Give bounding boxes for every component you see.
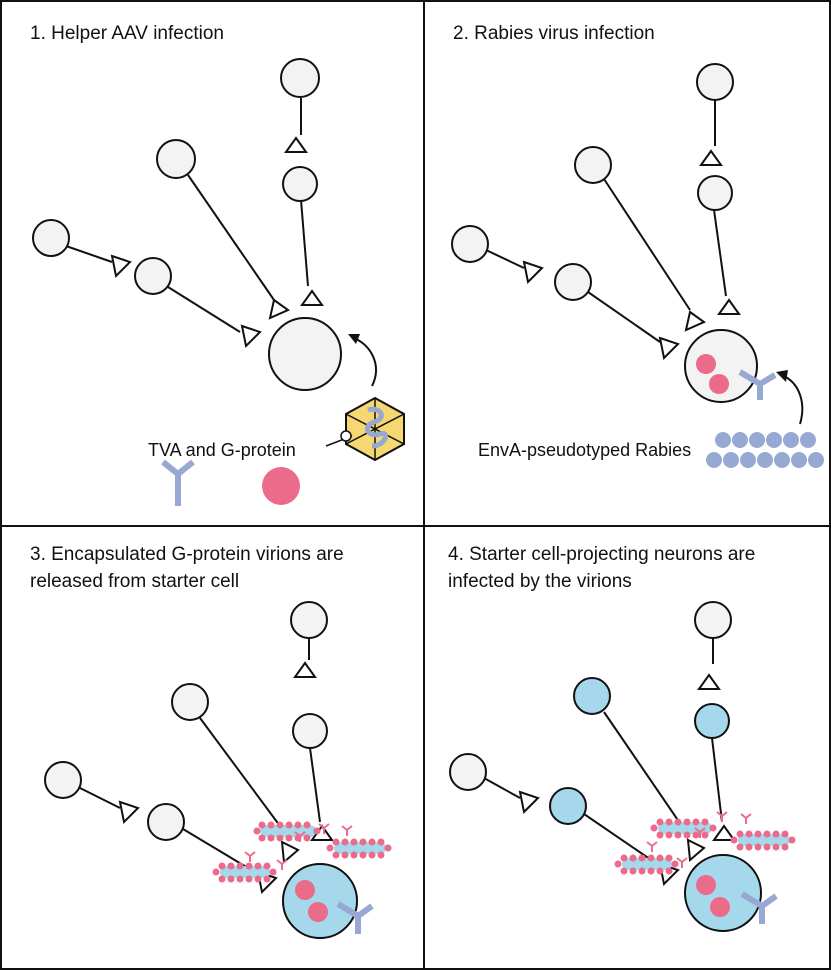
neuron-cell	[451, 225, 489, 263]
aav-capsid-icon	[345, 396, 405, 462]
neuron-cell	[171, 683, 209, 721]
g-protein-dot	[696, 875, 716, 895]
envA-rabies-label: EnvA-pseudotyped Rabies	[478, 440, 692, 460]
synapse-terminal	[118, 800, 140, 825]
neuron-cell	[44, 761, 82, 799]
neuron-cell	[282, 166, 318, 202]
neuron-cell	[697, 175, 733, 211]
arrowhead	[348, 334, 360, 344]
synapse-terminal	[284, 136, 308, 153]
released-g-protein	[646, 811, 752, 868]
synapse-terminal	[658, 336, 680, 361]
panel-4-title: 4. Starter cell-projecting neurons are i…	[448, 544, 756, 592]
neuron-cell	[290, 601, 328, 639]
neuron-cell	[574, 146, 612, 184]
neuron-cell	[694, 601, 732, 639]
g-protein-dot	[308, 902, 328, 922]
panel-3-title: 3. Encapsulated G-protein virions are re…	[30, 544, 344, 592]
neuron-cell	[292, 713, 328, 749]
panel-1-title: 1. Helper AAV infection	[30, 23, 224, 44]
neuron-cell	[696, 63, 734, 101]
g-protein-virion	[326, 838, 392, 859]
g-protein-virion	[212, 862, 277, 883]
g-protein-dot	[295, 880, 315, 900]
g-protein-virion	[650, 818, 717, 839]
synapse-terminal	[699, 149, 723, 166]
neuron-cell-infected	[573, 677, 611, 715]
panel-4-diagram	[449, 601, 796, 932]
synapse-terminal	[293, 661, 317, 678]
neuron-cell	[554, 263, 592, 301]
panel-2-title: 2. Rabies virus infection	[453, 23, 655, 44]
g-protein-virion	[730, 830, 796, 851]
synapse-terminal	[518, 790, 540, 815]
tva-gprotein-label: TVA and G-protein	[148, 440, 296, 460]
synapse-terminal	[522, 260, 544, 285]
rabies-virion-cluster	[706, 432, 824, 468]
g-protein-virion	[253, 821, 321, 842]
panel-2-diagram	[451, 63, 824, 468]
curved-arrow	[783, 375, 804, 425]
g-protein-dot	[696, 354, 716, 374]
g-protein-icon	[262, 467, 300, 505]
synapse-terminal	[684, 310, 707, 332]
tva-receptor-icon	[740, 891, 778, 924]
starter-cell	[684, 329, 758, 403]
released-g-protein	[244, 823, 353, 870]
synapse-terminal	[110, 254, 132, 279]
g-protein-dot	[709, 374, 729, 394]
synapse-terminal	[240, 324, 262, 349]
tva-receptor-icon	[161, 459, 195, 506]
curved-arrow	[353, 337, 377, 387]
synapse-terminal	[717, 298, 741, 315]
neuron-cell-infected	[694, 703, 730, 739]
g-protein-dot	[710, 897, 730, 917]
neuron-cell-infected	[549, 787, 587, 825]
starter-cell	[268, 317, 342, 391]
panel-1-diagram	[32, 58, 405, 506]
synapse-terminal	[697, 673, 721, 690]
synapse-terminal	[686, 838, 706, 863]
panel-3-diagram	[44, 601, 392, 939]
neuron-cell	[147, 803, 185, 841]
starter-cell-infected	[684, 854, 762, 932]
neuron-cell	[156, 139, 196, 179]
synapse-terminal	[712, 824, 736, 841]
arrowhead	[776, 370, 788, 382]
neuron-cell	[32, 219, 70, 257]
g-protein-virion	[614, 854, 679, 875]
synapse-terminal	[280, 840, 300, 865]
neuron-cell	[134, 257, 172, 295]
starter-cell-infected	[282, 863, 358, 939]
tva-receptor-icon	[336, 901, 374, 934]
neuron-cell	[280, 58, 320, 98]
synapse-terminal	[300, 289, 324, 306]
tva-receptor-icon	[738, 369, 777, 400]
neuron-cell	[449, 753, 487, 791]
synapse-terminal	[268, 298, 291, 320]
